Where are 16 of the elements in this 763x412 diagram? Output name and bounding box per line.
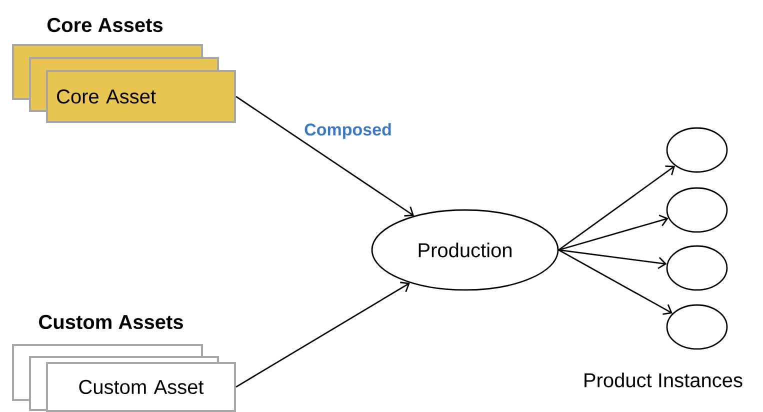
instance-ellipse [666, 127, 728, 173]
instance-ellipse [666, 187, 728, 233]
arrow [558, 214, 668, 251]
instance-ellipse [666, 304, 728, 350]
arrow [236, 96, 414, 217]
arrow [558, 249, 672, 315]
arrow [558, 249, 667, 270]
arrow [236, 282, 410, 388]
arrow [558, 165, 676, 251]
group-label: Product Instances [584, 372, 742, 388]
asset-box: Core Asset [46, 70, 236, 123]
group-label: Custom Assets [39, 314, 183, 330]
group-label: Core Assets [47, 18, 163, 32]
edge-label: Composed [303, 122, 393, 140]
asset-box: Custom Asset [46, 362, 236, 412]
instance-ellipse [666, 245, 728, 291]
